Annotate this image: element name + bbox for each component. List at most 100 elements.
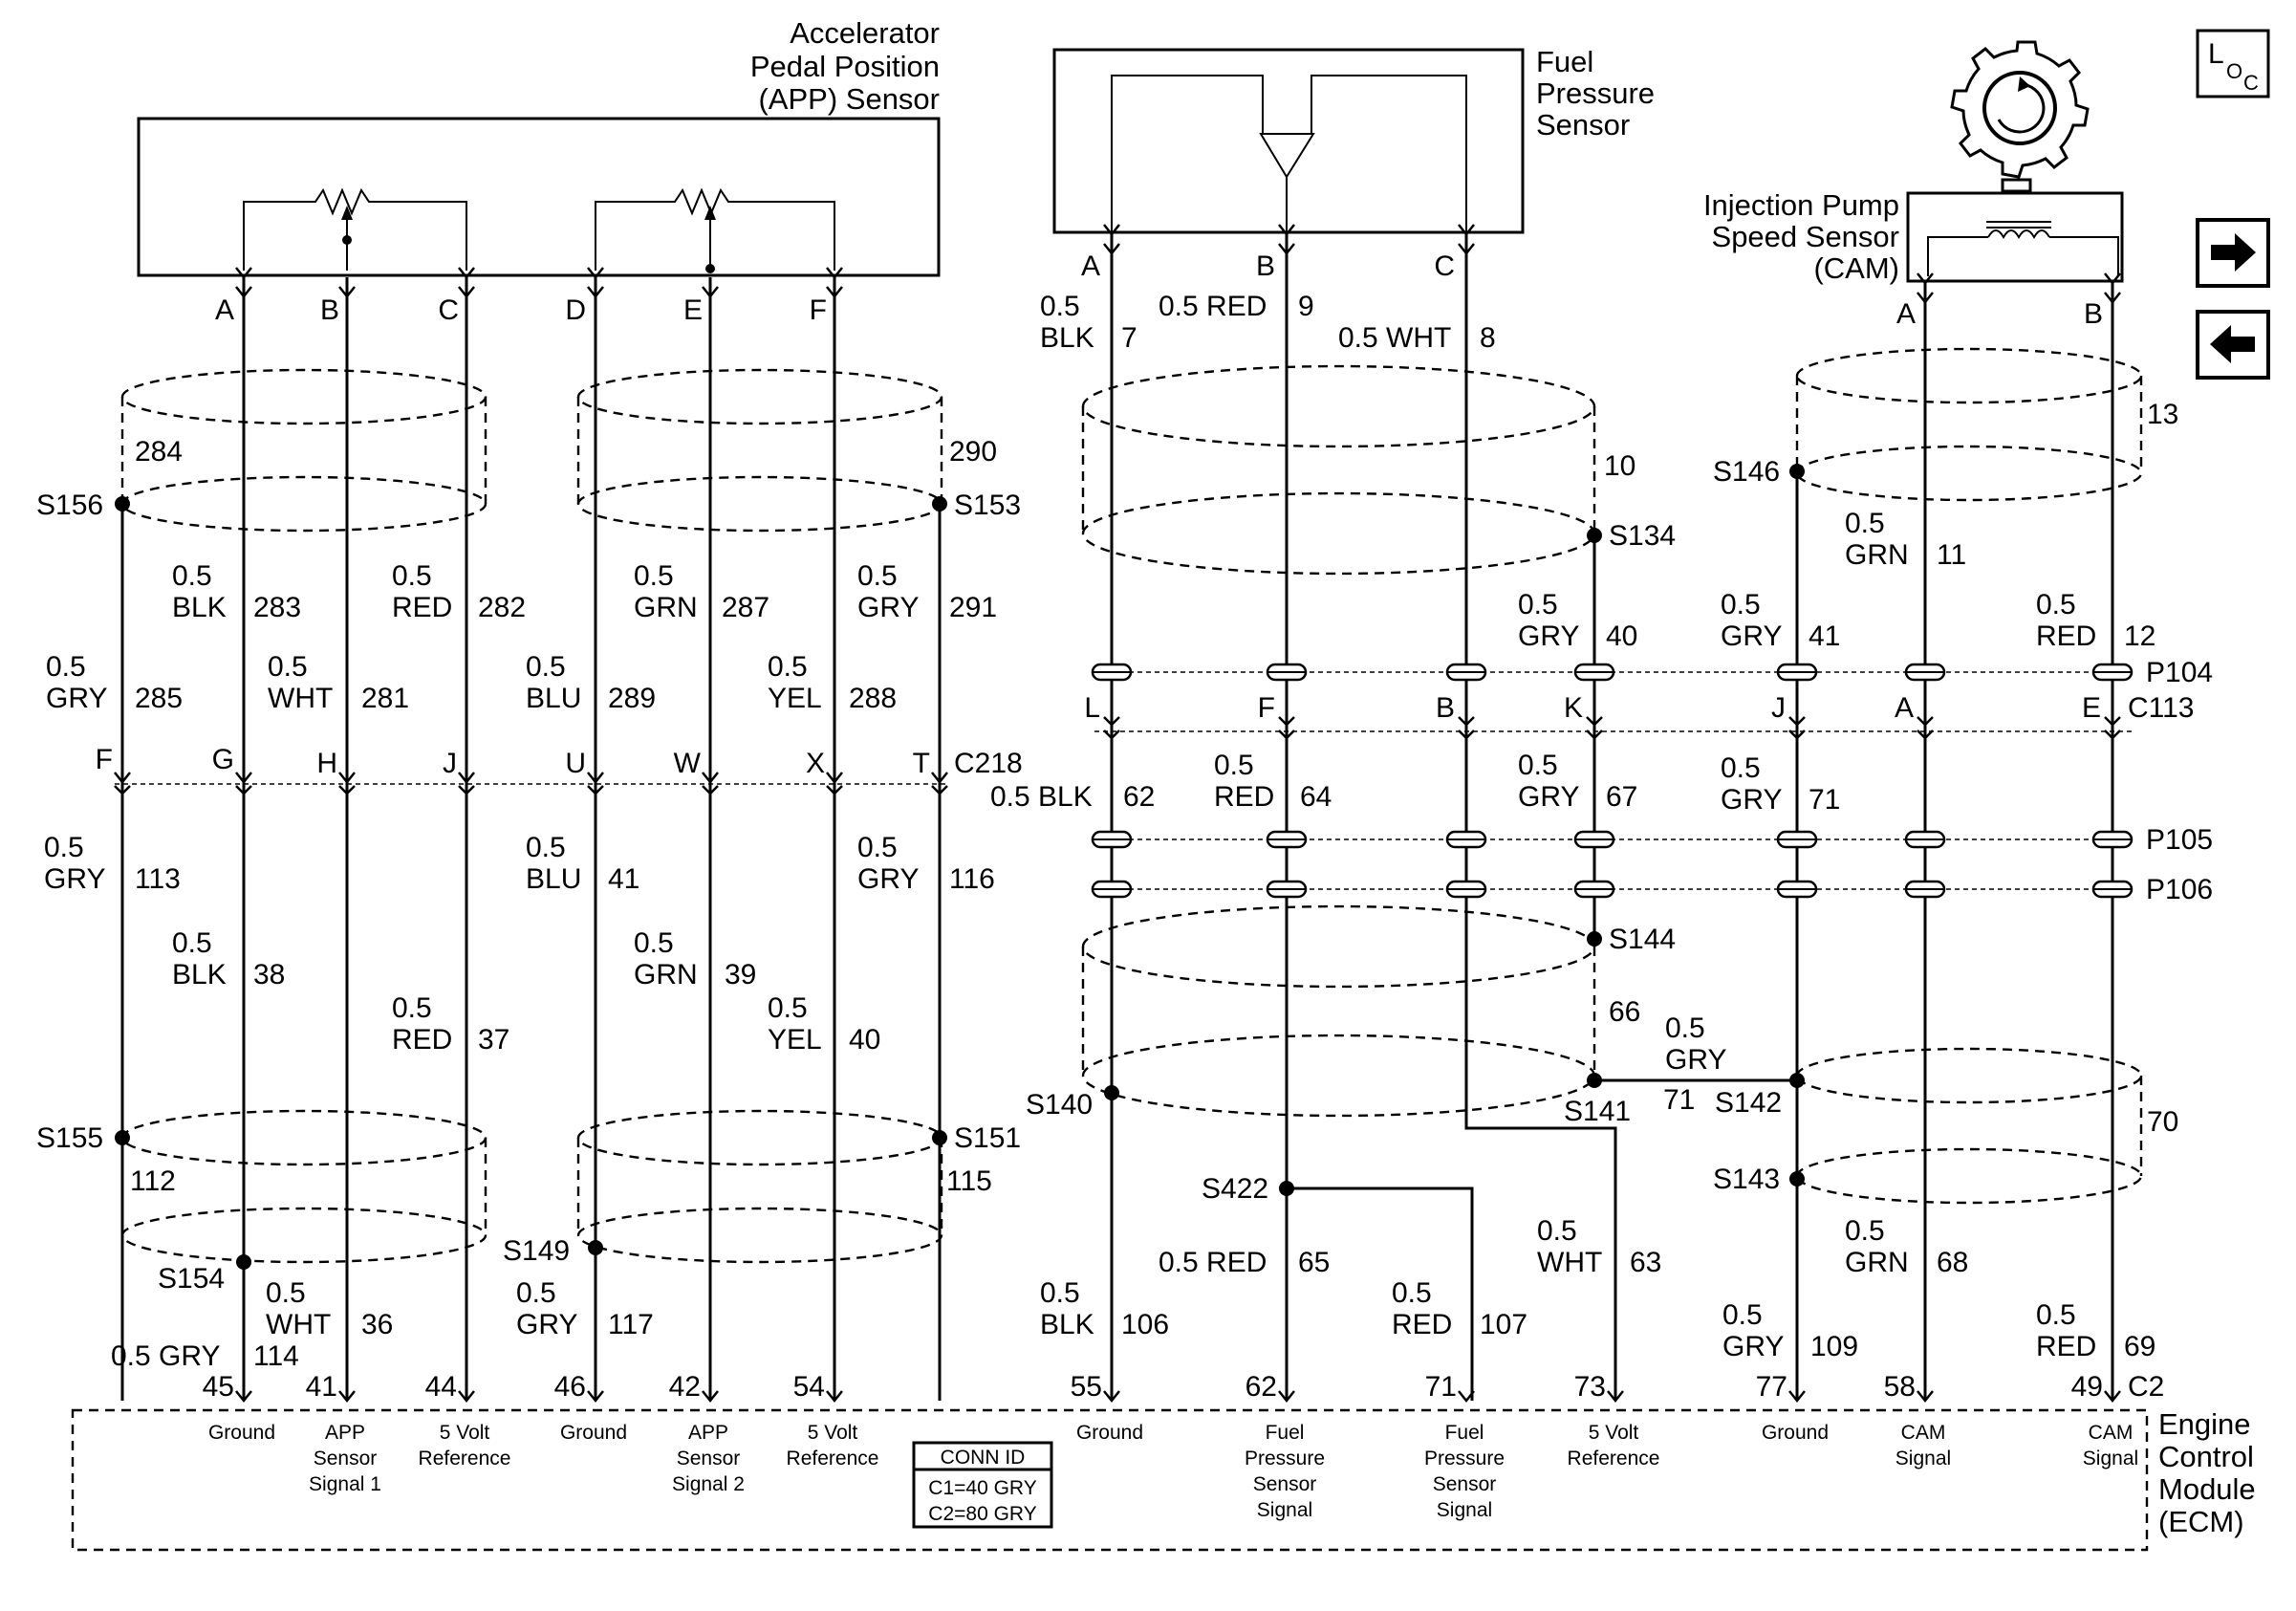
ecm-pin-2: 44	[425, 1371, 457, 1403]
connector-c218	[114, 772, 948, 795]
wire-12-color: RED	[2036, 620, 2096, 652]
c218-pin-h: H	[316, 748, 337, 779]
wire-63-gauge: 0.5	[1537, 1215, 1577, 1247]
wire-287-color: GRN	[634, 592, 698, 623]
terminal-0-6	[2091, 663, 2134, 682]
ecm-pin-arrow-8	[1458, 1390, 1475, 1404]
ecm-title-4: (ECM)	[2158, 1505, 2244, 1538]
ecm-pin-0: 45	[203, 1371, 234, 1403]
ecm-pin-1: 41	[306, 1371, 337, 1403]
wire-107-gauge: 0.5	[1392, 1277, 1432, 1309]
c113-label: C113	[2128, 692, 2195, 724]
wire-68-color: GRN	[1845, 1247, 1909, 1278]
wire-283-gauge: 0.5	[172, 560, 212, 592]
cam-sensor-box	[1906, 191, 2124, 283]
ecm-pin-3: 46	[554, 1371, 586, 1403]
wire-106-circuit: 106	[1121, 1309, 1169, 1340]
terminal-0-3	[1573, 663, 1615, 682]
shield-66: 66	[1609, 996, 1640, 1028]
ecm-caption-4-2: Signal 2	[672, 1473, 745, 1495]
coil-icon	[1927, 221, 2119, 276]
wire-282-circuit: 282	[478, 592, 526, 623]
c113-pin-labels: L F B K J A E C113 P104 P105 P106	[1084, 657, 2213, 905]
c113-pin-k: K	[1564, 692, 1583, 724]
app-sensor-box	[137, 117, 941, 277]
wire-113-color: GRY	[44, 863, 105, 895]
c2-label: C2	[2128, 1371, 2164, 1403]
terminal-1-1	[1266, 830, 1308, 849]
c113-arrow-0-1	[1103, 729, 1120, 740]
ecm-caption-7-1: Pressure	[1245, 1448, 1325, 1469]
app-pin-c: C	[438, 294, 459, 326]
prev-page-button[interactable]	[2196, 310, 2270, 380]
splice-s146: S146	[1713, 456, 1780, 488]
loc-icon[interactable]: L O C	[2196, 29, 2270, 98]
wire-289-circuit: 289	[608, 683, 656, 714]
c113-arrow-2-0	[1458, 716, 1475, 727]
ecm-caption-7-2: Sensor	[1253, 1473, 1317, 1495]
terminal-0-5	[1904, 663, 1946, 682]
fps-title-1: Fuel	[1536, 45, 1593, 78]
c113-arrow-1-1	[1278, 729, 1295, 740]
terminal-2-5	[1904, 880, 1946, 899]
ecm-pin-8: 71	[1425, 1371, 1457, 1403]
wire-117-gauge: 0.5	[516, 1277, 556, 1309]
terminal-2-4	[1776, 880, 1818, 899]
wire-281-color: WHT	[268, 683, 333, 714]
shield-labels: 284 290 112 115 10 13 66 70	[130, 399, 2178, 1197]
ecm-title-2: Control	[2158, 1440, 2254, 1473]
wire-287-circuit: 287	[722, 592, 769, 623]
c218-pin-u: U	[565, 748, 586, 779]
fps-title-2: Pressure	[1536, 76, 1655, 110]
ecm-pin-arrows	[235, 1390, 2121, 1404]
c113-arrow-0-0	[1103, 716, 1120, 727]
next-page-button[interactable]	[2196, 218, 2270, 288]
ecm-caption-4-1: Sensor	[677, 1448, 741, 1469]
ecm-pin-arrow-6	[1103, 1390, 1120, 1404]
conn-id-header: CONN ID	[941, 1447, 1026, 1469]
wire-63-circuit: 63	[1630, 1247, 1661, 1278]
c113-arrow-2-1	[1458, 729, 1475, 740]
c113-pin-f: F	[1258, 692, 1275, 724]
splice-s155: S155	[36, 1122, 103, 1154]
shield-112: 112	[130, 1165, 176, 1197]
wire-8-gauge-color: 0.5 WHT	[1338, 322, 1451, 354]
ecm-pin-arrow-0	[235, 1390, 252, 1404]
shield-13: 13	[2147, 399, 2178, 430]
fuel-pressure-sensor: Fuel Pressure Sensor	[1052, 45, 1655, 234]
splice-s149: S149	[503, 1235, 570, 1267]
cam-pin-b: B	[2084, 298, 2103, 330]
ecm-title-3: Module	[2158, 1472, 2256, 1506]
splice-s144: S144	[1609, 924, 1676, 955]
arrow-right-icon	[2211, 233, 2256, 272]
c113-pin-b: B	[1436, 692, 1455, 724]
terminal-0-1	[1266, 663, 1308, 682]
ecm-caption-11-0: CAM	[1901, 1422, 1946, 1444]
wire-37-color: RED	[392, 1024, 452, 1056]
wire-38-circuit: 38	[253, 959, 285, 991]
wire-65-circuit: 65	[1298, 1247, 1330, 1278]
splice-s142: S142	[1715, 1087, 1782, 1119]
potentiometer-1-icon	[243, 187, 467, 271]
wire-291-circuit: 291	[949, 592, 997, 623]
c113-arrow-1-0	[1278, 716, 1295, 727]
terminal-2-2	[1445, 880, 1487, 899]
wire-12-circuit: 12	[2124, 620, 2155, 652]
shield-115: 115	[946, 1165, 992, 1197]
ecm-pin-arrow-9	[1607, 1390, 1624, 1404]
conn-id-c2: C2=80 GRY	[928, 1503, 1036, 1525]
wire-62-circuit: 62	[1123, 781, 1155, 813]
wire-291-color: GRY	[857, 592, 919, 623]
wire-288-gauge: 0.5	[768, 651, 808, 683]
shield-284: 284	[135, 436, 183, 468]
c113-arrow-4-0	[1788, 716, 1806, 727]
sensor-tip	[2001, 178, 2032, 193]
c113-arrow-5-1	[1917, 729, 1934, 740]
ecm-caption-8-0: Fuel	[1445, 1422, 1484, 1444]
ecm-pin-arrow-2	[458, 1390, 475, 1404]
terminal-2-3	[1573, 880, 1615, 899]
wire-64-gauge: 0.5	[1214, 750, 1254, 781]
cam-title-2: Speed Sensor	[1712, 220, 1899, 253]
shield-10: 10	[1604, 450, 1635, 482]
